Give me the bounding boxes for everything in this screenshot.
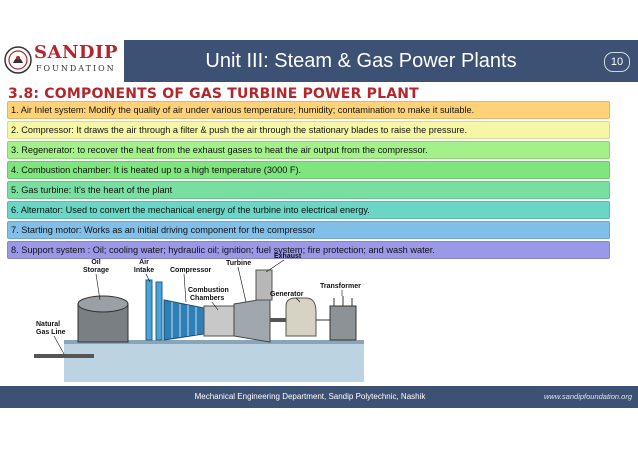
label-storage: Storage: [83, 267, 109, 274]
list-item: 7. Starting motor: Works as an initial d…: [7, 221, 610, 239]
components-list: 1. Air Inlet system: Modify the quality …: [7, 101, 610, 261]
footer-website: www.sandipfoundation.org: [544, 392, 632, 401]
label-turbine: Turbine: [226, 260, 251, 267]
label-compressor: Compressor: [170, 267, 212, 274]
logo-name: SANDIP: [34, 42, 118, 63]
list-item: 5. Gas turbine: It’s the heart of the pl…: [7, 181, 610, 199]
label-generator: Generator: [270, 291, 304, 298]
footer-bar: [0, 386, 638, 408]
combustion-chamber: [203, 305, 235, 337]
label-oil: Oil: [91, 259, 100, 266]
label-chambers: Chambers: [190, 295, 224, 302]
label-transformer: Transformer: [320, 283, 361, 290]
exhaust-stack: [255, 269, 273, 301]
logo: SANDIP FOUNDATION: [0, 40, 124, 82]
list-item: 8. Support system : Oil; cooling water; …: [7, 241, 610, 259]
list-item: 2. Compressor: It draws the air through …: [7, 121, 610, 139]
gas-line-pipe: [34, 354, 94, 358]
label-exhaust: Exhaust: [274, 253, 302, 260]
gas-turbine-plant-diagram: Oil Storage Air Intake Compressor Turbin…: [34, 253, 364, 382]
list-item: 3. Regenerator: to recover the heat from…: [7, 141, 610, 159]
logo-subtitle: FOUNDATION: [36, 64, 116, 73]
floor: [64, 342, 364, 382]
section-title: 3.8: COMPONENTS OF GAS TURBINE POWER PLA…: [8, 86, 419, 102]
footer-department: Mechanical Engineering Department, Sandi…: [194, 392, 426, 401]
list-item: 6. Alternator: Used to convert the mecha…: [7, 201, 610, 219]
slide-title: Unit III: Steam & Gas Power Plants: [205, 50, 517, 72]
label-natural: Natural: [36, 321, 60, 328]
generator: [285, 297, 317, 337]
air-intake: [145, 279, 153, 341]
label-gas-line: Gas Line: [36, 329, 66, 336]
list-item: 1. Air Inlet system: Modify the quality …: [7, 101, 610, 119]
label-intake: Intake: [134, 267, 154, 274]
sandip-emblem-icon: [4, 46, 32, 74]
page-number: 10: [604, 52, 630, 72]
list-item: 4. Combustion chamber: It is heated up t…: [7, 161, 610, 179]
label-combustion: Combustion: [188, 287, 229, 294]
compressor: [163, 299, 205, 341]
transformer: [329, 305, 357, 341]
label-air: Air: [139, 259, 149, 266]
turbine: [233, 297, 271, 343]
